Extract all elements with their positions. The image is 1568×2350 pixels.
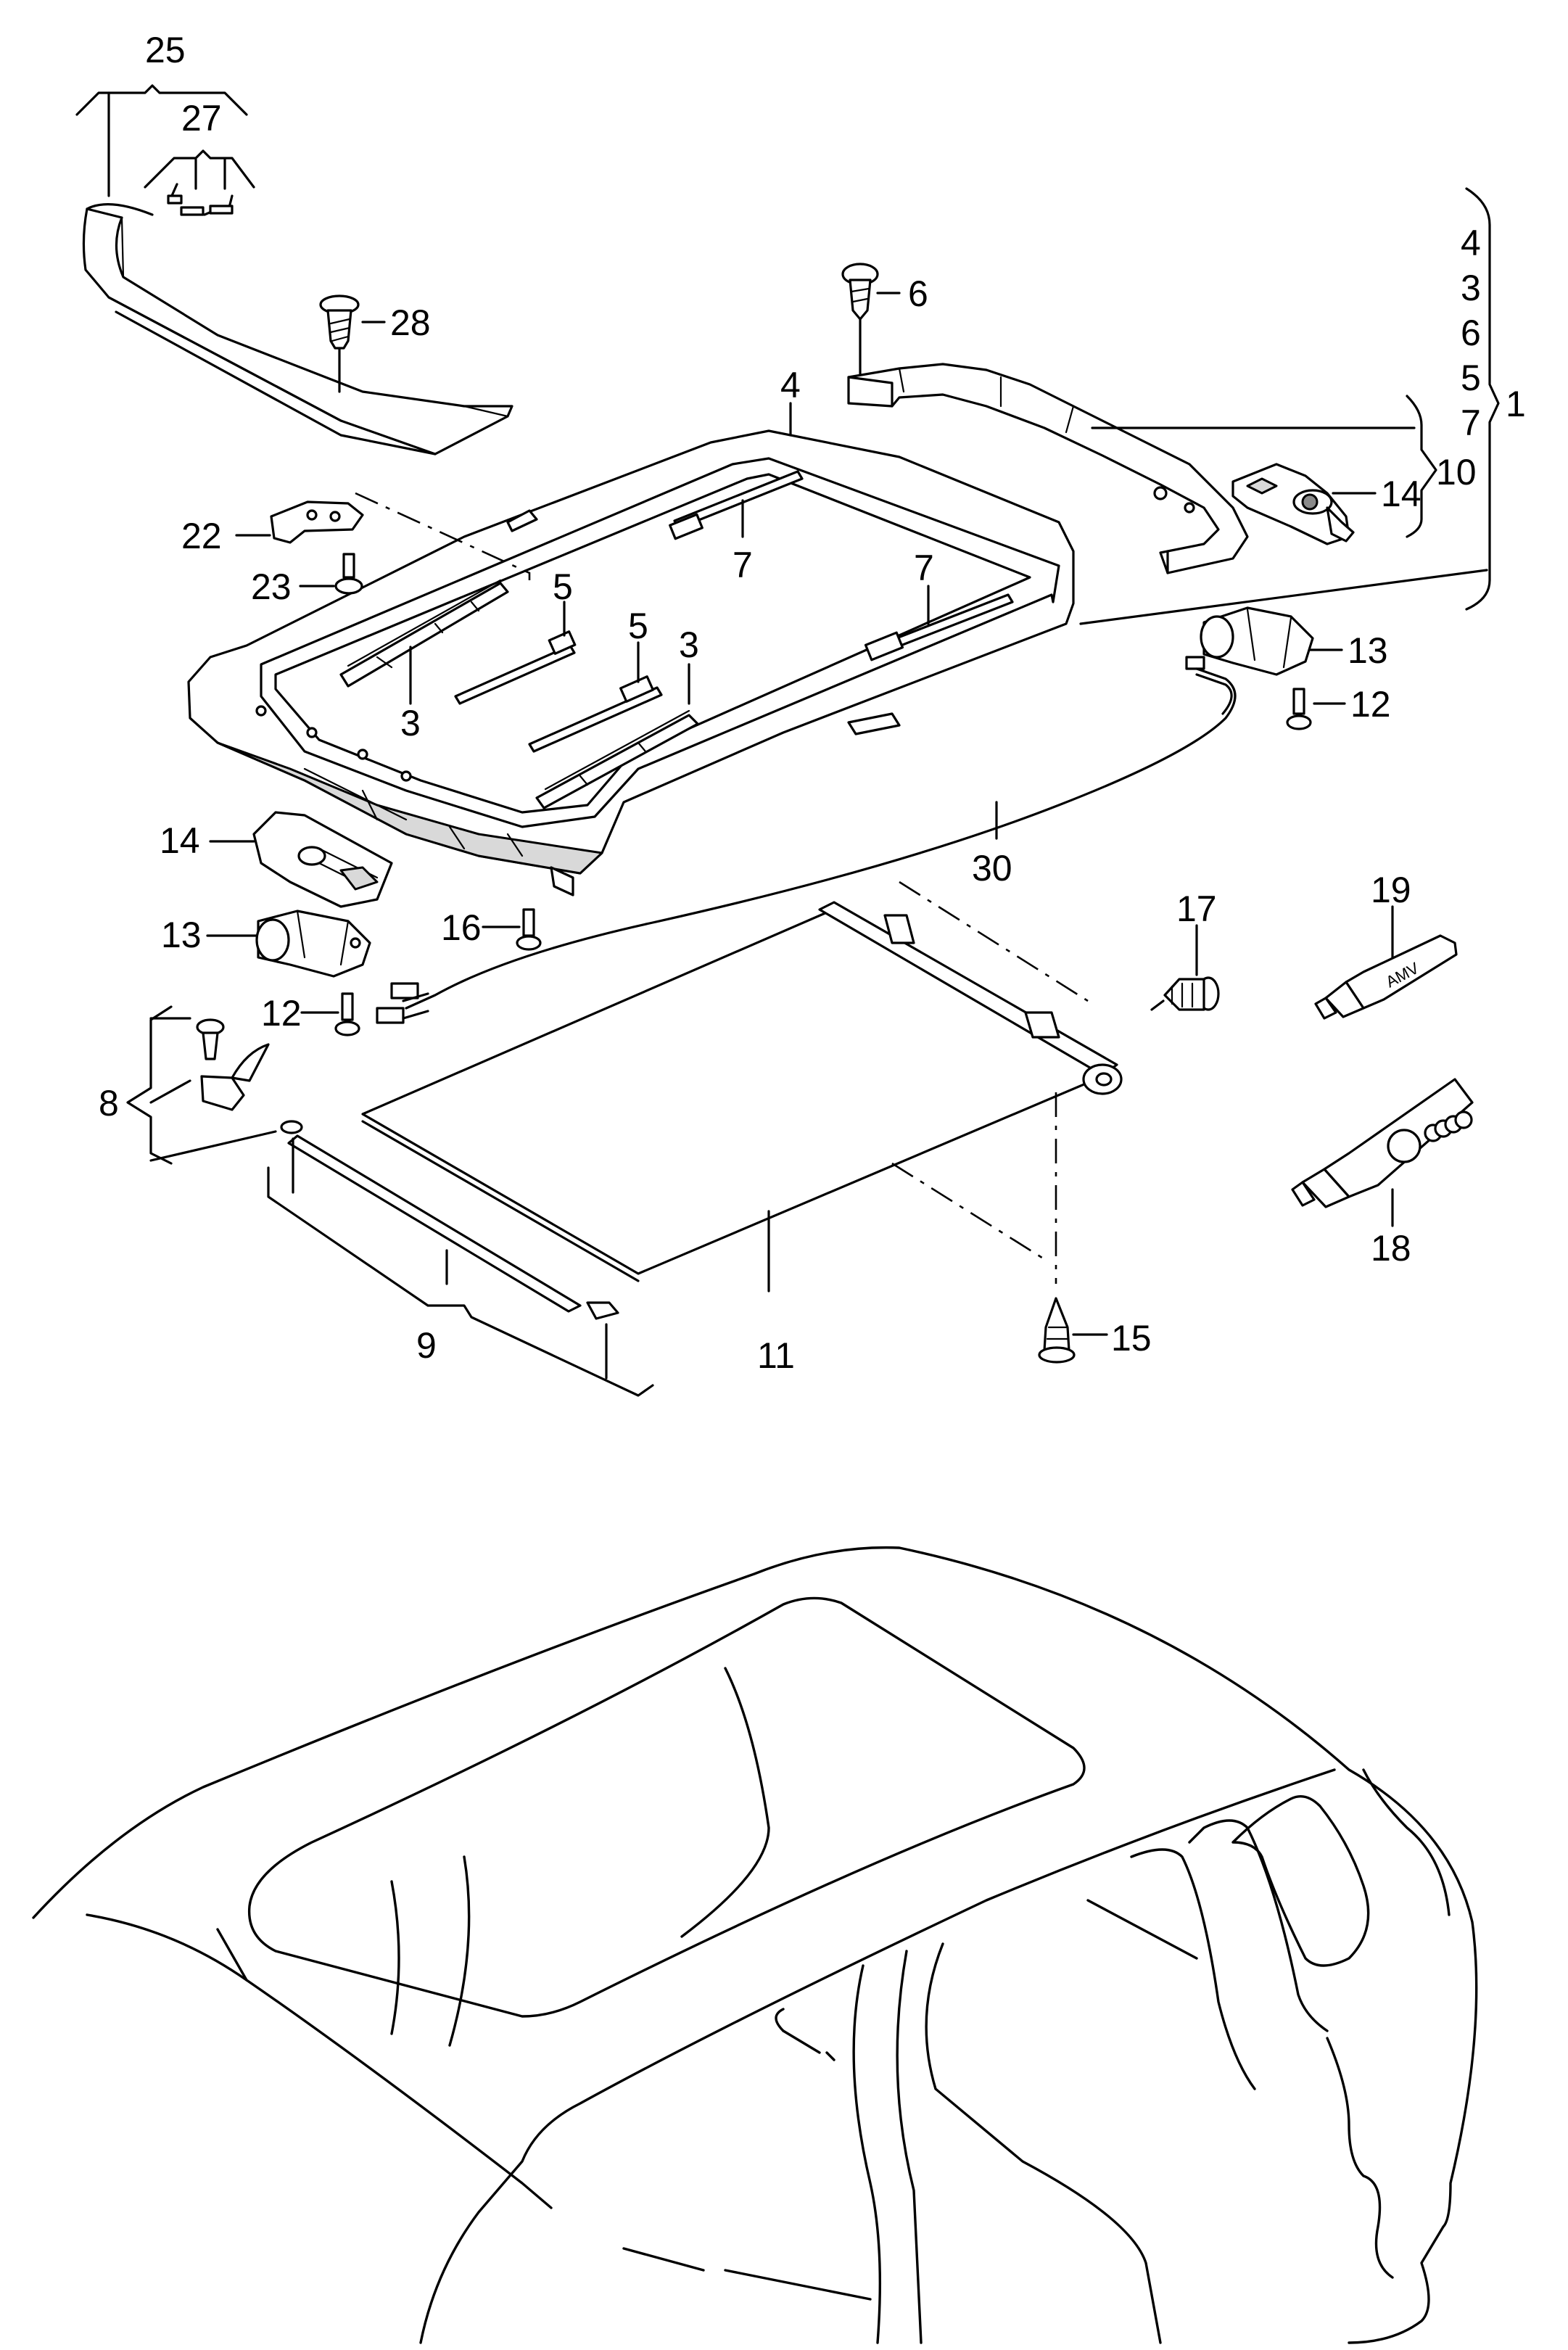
callout-6: 6 (908, 273, 928, 314)
callout-8: 8 (99, 1083, 119, 1124)
sunroof-frame-4 (187, 429, 1075, 896)
callout-19: 19 (1371, 870, 1411, 910)
screw-6 (841, 263, 901, 379)
callout-7-b: 7 (914, 548, 934, 588)
screw-12-right (1286, 688, 1346, 730)
vehicle-roof-outline (32, 1546, 1478, 2344)
kit-list-item: 5 (1461, 358, 1481, 398)
sunshade-11 (361, 881, 1123, 1292)
bracket-8 (126, 1005, 277, 1165)
screw-17 (1150, 924, 1220, 1011)
callout-3-a: 3 (400, 703, 421, 743)
motor-housing-14-left (209, 811, 393, 908)
callout-17: 17 (1176, 889, 1217, 929)
drive-cable-5-a (454, 601, 577, 705)
bracket-22 (235, 492, 531, 580)
screw-28 (319, 294, 386, 393)
screw-16 (482, 908, 542, 951)
wind-deflector-mesh (82, 203, 513, 455)
callout-16: 16 (441, 907, 482, 948)
grease-tube-19: AMV (1314, 905, 1458, 1020)
motor-housing-14-right (1231, 463, 1377, 545)
cable-harness-30 (376, 656, 1237, 1024)
clip-set-27 (167, 183, 234, 216)
guide-rail-3-right (535, 663, 699, 809)
callout-5-b: 5 (628, 606, 648, 646)
deflector-rod-9 (267, 1120, 654, 1397)
kit-list-item: 3 (1461, 268, 1481, 308)
kit-list-item: 6 (1461, 313, 1481, 353)
kit-list-item: 4 (1461, 223, 1481, 263)
bracket-27 (144, 149, 255, 190)
callout-18: 18 (1371, 1228, 1411, 1269)
callout-27: 27 (181, 98, 222, 139)
sunroof-motor-13-left (206, 910, 371, 978)
drive-cable-5-b (528, 641, 663, 753)
kit-bracket-1 (1079, 187, 1500, 625)
callout-4: 4 (780, 365, 801, 405)
callout-14-right: 14 (1381, 474, 1421, 514)
callout-1: 1 (1506, 384, 1526, 424)
screw-15 (1038, 1297, 1108, 1364)
callout-25: 25 (145, 30, 186, 70)
bracket-25 (75, 84, 248, 197)
callout-15: 15 (1111, 1318, 1152, 1359)
callout-12-right: 12 (1350, 684, 1391, 725)
callout-9: 9 (416, 1325, 437, 1366)
callout-5-a: 5 (553, 566, 573, 607)
guide-rail-3-left (339, 579, 509, 705)
callout-30: 30 (972, 848, 1012, 889)
callout-23: 23 (251, 566, 292, 607)
callout-10: 10 (1436, 452, 1477, 492)
callout-14-left: 14 (160, 820, 200, 861)
callout-13-left: 13 (161, 915, 202, 955)
callout-28: 28 (390, 302, 431, 343)
callout-7-a: 7 (733, 545, 753, 585)
sunroof-motor-13-right (1200, 606, 1343, 676)
drive-cable-7-b (864, 585, 1014, 661)
grease-tube-18 (1291, 1078, 1474, 1227)
callout-12-left: 12 (261, 993, 302, 1034)
callout-22: 22 (181, 516, 222, 556)
drive-cable-7-a (669, 470, 804, 540)
kit-list-item: 7 (1461, 403, 1481, 443)
screw-23 (299, 553, 363, 595)
callout-13-right: 13 (1348, 630, 1388, 671)
callout-labels: 25 27 28 6 4 22 23 7 7 5 5 3 3 14 14 13 … (99, 30, 1526, 1376)
kit-list: 4 3 6 5 7 (1461, 223, 1481, 443)
callout-11: 11 (757, 1335, 795, 1376)
callout-3-b: 3 (679, 624, 699, 665)
drain-frame-rear (847, 363, 1249, 574)
screw-12-left (300, 992, 360, 1036)
